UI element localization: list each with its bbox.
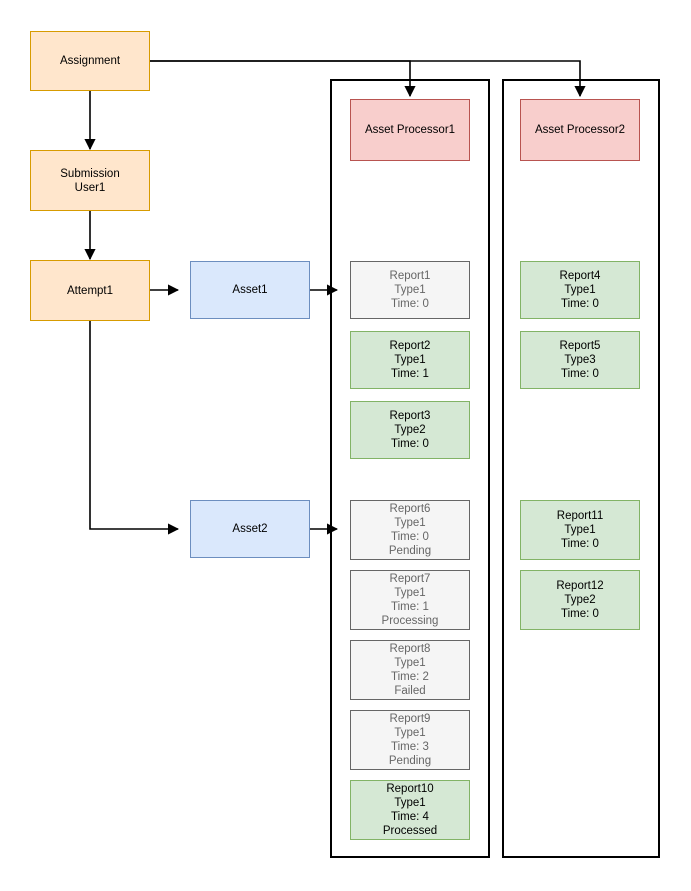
node-report12[interactable]: Report12 Type2 Time: 0 <box>520 570 640 630</box>
report9-type: Type1 <box>394 727 426 739</box>
node-attempt1-label: Attempt1 <box>66 284 114 297</box>
node-asset-processor2[interactable]: Asset Processor2 <box>520 99 640 161</box>
report1-time: Time: 0 <box>391 298 429 310</box>
report11-time: Time: 0 <box>561 538 599 550</box>
report2-name: Report2 <box>389 340 431 352</box>
node-report1[interactable]: Report1 Type1 Time: 0 <box>350 261 470 319</box>
report2-type: Type1 <box>394 354 426 366</box>
node-report3[interactable]: Report3 Type2 Time: 0 <box>350 401 470 459</box>
report5-type: Type3 <box>564 354 596 366</box>
report9-status: Pending <box>388 755 432 767</box>
node-report5[interactable]: Report5 Type3 Time: 0 <box>520 331 640 389</box>
node-submission[interactable]: Submission User1 <box>30 150 150 211</box>
node-attempt1[interactable]: Attempt1 <box>30 260 150 321</box>
node-assignment-label: Assignment <box>59 55 121 67</box>
report10-status: Processed <box>382 825 438 837</box>
report12-name: Report12 <box>556 580 604 592</box>
processor1-pool <box>330 79 490 858</box>
report12-time: Time: 0 <box>561 608 599 620</box>
report10-type: Type1 <box>394 797 426 809</box>
report2-time: Time: 1 <box>391 368 429 380</box>
node-submission-label-line1: Submission <box>60 167 120 180</box>
node-report8[interactable]: Report8 Type1 Time: 2 Failed <box>350 640 470 700</box>
report6-status: Pending <box>388 545 432 557</box>
report8-type: Type1 <box>394 657 426 669</box>
report1-name: Report1 <box>389 270 431 282</box>
report7-name: Report7 <box>389 573 431 585</box>
node-asset1[interactable]: Asset1 <box>190 261 310 319</box>
node-report2[interactable]: Report2 Type1 Time: 1 <box>350 331 470 389</box>
node-asset1-label: Asset1 <box>232 284 268 296</box>
node-report7[interactable]: Report7 Type1 Time: 1 Processing <box>350 570 470 630</box>
node-submission-label-line2: User1 <box>74 181 106 194</box>
report4-type: Type1 <box>564 284 596 296</box>
report3-name: Report3 <box>389 410 431 422</box>
report8-time: Time: 2 <box>391 671 429 683</box>
report6-time: Time: 0 <box>391 531 429 543</box>
report11-type: Type1 <box>564 524 596 536</box>
report6-type: Type1 <box>394 517 426 529</box>
report9-time: Time: 3 <box>391 741 429 753</box>
processor2-pool <box>502 79 660 858</box>
node-asset2[interactable]: Asset2 <box>190 500 310 558</box>
report7-type: Type1 <box>394 587 426 599</box>
report12-type: Type2 <box>564 594 596 606</box>
node-assignment[interactable]: Assignment <box>30 31 150 91</box>
report7-status: Processing <box>381 615 439 627</box>
report5-name: Report5 <box>559 340 601 352</box>
report8-status: Failed <box>394 685 426 697</box>
node-report11[interactable]: Report11 Type1 Time: 0 <box>520 500 640 560</box>
report10-name: Report10 <box>386 783 434 795</box>
report4-time: Time: 0 <box>561 298 599 310</box>
report8-name: Report8 <box>389 643 431 655</box>
node-asset2-label: Asset2 <box>232 523 268 535</box>
node-asset-processor1-label: Asset Processor1 <box>364 124 456 136</box>
report7-time: Time: 1 <box>391 601 429 613</box>
node-report10[interactable]: Report10 Type1 Time: 4 Processed <box>350 780 470 840</box>
edge-attempt1-to-asset2 <box>89 321 180 535</box>
node-report6[interactable]: Report6 Type1 Time: 0 Pending <box>350 500 470 560</box>
node-asset-processor1[interactable]: Asset Processor1 <box>350 99 470 161</box>
report11-name: Report11 <box>556 510 604 522</box>
node-report9[interactable]: Report9 Type1 Time: 3 Pending <box>350 710 470 770</box>
node-asset-processor2-label: Asset Processor2 <box>534 124 626 136</box>
report9-name: Report9 <box>389 713 431 725</box>
report4-name: Report4 <box>559 270 601 282</box>
report10-time: Time: 4 <box>391 811 429 823</box>
report6-name: Report6 <box>389 503 431 515</box>
node-report4[interactable]: Report4 Type1 Time: 0 <box>520 261 640 319</box>
report1-type: Type1 <box>394 284 426 296</box>
report5-time: Time: 0 <box>561 368 599 380</box>
report3-time: Time: 0 <box>391 438 429 450</box>
report3-type: Type2 <box>394 424 426 436</box>
